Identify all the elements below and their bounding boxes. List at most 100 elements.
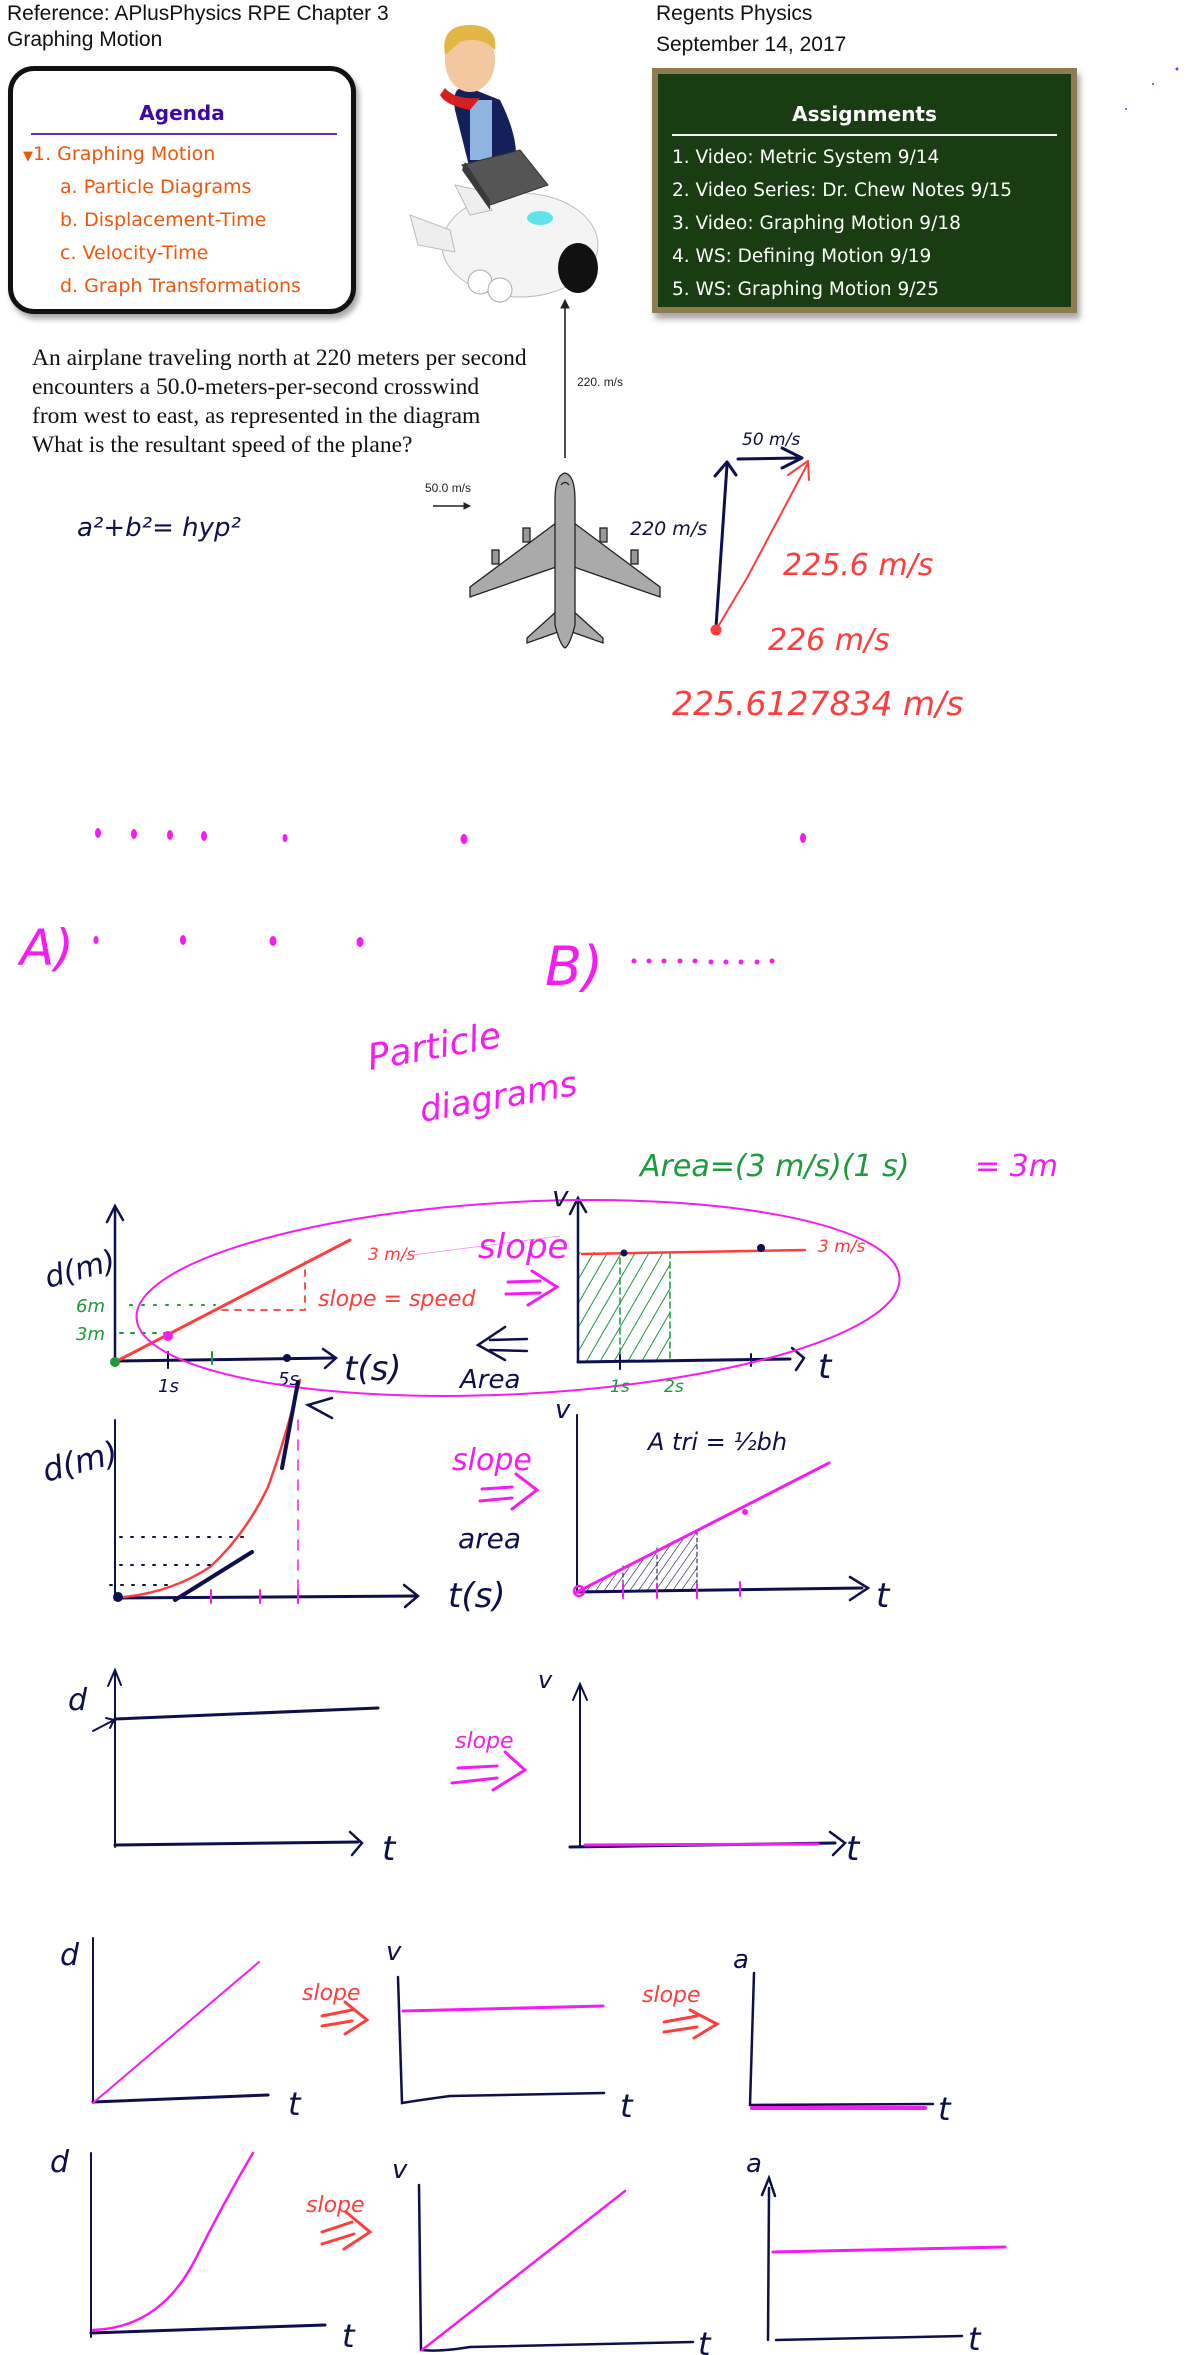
north-velocity-label: 220. m/s	[577, 375, 623, 389]
triangle-area-formula: A tri = ½bh	[646, 1428, 787, 1456]
course-text: Regents Physics	[656, 2, 813, 25]
disclosure-triangle-icon[interactable]: ▼	[23, 149, 33, 164]
wind-vector-label: 50 m/s	[742, 430, 800, 450]
dt3-xlabel: t	[382, 1829, 397, 1869]
r4-t-label-1: t	[288, 2085, 302, 2123]
grouping-ellipse	[135, 1199, 901, 1397]
dt-xlabel: t(s)	[344, 1349, 402, 1389]
wind-velocity-label: 50.0 m/s	[425, 481, 471, 495]
assignment-item: 1. Video: Metric System 9/14	[672, 147, 940, 168]
r4-a-label: a	[733, 1945, 749, 1975]
north-vector-label: 220 m/s	[630, 518, 707, 540]
particle-diagrams-heading-line2: diagrams	[417, 1064, 581, 1131]
vt-ylabel: v	[552, 1180, 569, 1213]
implies-right-arrow-icon	[478, 1472, 540, 1511]
r4-slope-label-1: slope	[302, 1981, 361, 2006]
particle-dots-b	[631, 958, 775, 965]
implies-right-arrow-icon	[450, 1750, 528, 1792]
implies-right-arrow-icon	[504, 1269, 560, 1307]
r5-t-label-1: t	[342, 2317, 356, 2355]
r4-slope-label-2: slope	[642, 1983, 701, 2008]
dt-tick-3m: 3m	[76, 1324, 105, 1345]
agenda-item-particle-diagrams[interactable]: a. Particle Diagrams	[60, 176, 252, 198]
answer-rounded: 225.6 m/s	[783, 548, 933, 583]
vt-xlabel: t	[818, 1347, 833, 1387]
assignments-divider	[672, 134, 1057, 136]
problem-line: What is the resultant speed of the plane…	[32, 432, 413, 458]
dt2-ylabel: d(m)	[38, 1433, 122, 1489]
r5-t-label-3: t	[968, 2320, 982, 2355]
dt-graph-rest	[92, 1667, 380, 1857]
r5-v-label: v	[392, 2155, 408, 2185]
dt-tick-1s: 1s	[158, 1376, 179, 1397]
particle-dots-top	[95, 828, 806, 844]
airplane-illustration	[469, 472, 661, 649]
slope-value: 3 m/s	[368, 1245, 416, 1265]
agenda-item-graphing-motion[interactable]: ▼1. Graphing Motion	[23, 143, 216, 165]
assignment-item: 4. WS: Defining Motion 9/19	[672, 246, 932, 267]
vt2-ylabel: v	[555, 1395, 571, 1425]
transform-row-constant-acceleration	[89, 2151, 1007, 2352]
area-calculation: Area=(3 m/s)(1 s)	[638, 1149, 910, 1184]
r4-v-label: v	[386, 1937, 402, 1967]
vt-tick-1s: 1s	[610, 1377, 630, 1397]
agenda-box: Agenda ▼1. Graphing Motion a. Particle D…	[8, 66, 356, 314]
dt2-xlabel: t(s)	[448, 1576, 506, 1616]
dt3-ylabel: d	[68, 1683, 88, 1718]
area-result: = 3m	[975, 1149, 1058, 1184]
answer-sigfig: 226 m/s	[768, 623, 890, 658]
r5-d-label: d	[50, 2145, 70, 2180]
vt-graph-constant	[568, 1195, 807, 1372]
vt-graph-linear	[572, 1414, 871, 1602]
slope-arrow-label-2: slope	[452, 1443, 532, 1478]
problem-line: encounters a 50.0-meters-per-second cros…	[32, 374, 480, 400]
answer-full: 225.6127834 m/s	[672, 684, 963, 723]
slope-equals-speed: slope = speed	[318, 1287, 476, 1312]
dt-ylabel: d(m)	[41, 1243, 119, 1295]
problem-statement: An airplane traveling north at 220 meter…	[32, 344, 527, 460]
assignments-title: Assignments	[792, 102, 937, 126]
assignment-item: 5. WS: Graphing Motion 9/25	[672, 279, 940, 300]
wind-velocity-arrow	[433, 502, 472, 510]
area-arrow-label-2: area	[458, 1522, 521, 1555]
vt-tick-2s: 2s	[664, 1377, 684, 1397]
agenda-item-graph-transformations[interactable]: d. Graph Transformations	[60, 275, 301, 297]
assignment-item: 3. Video: Graphing Motion 9/18	[672, 213, 961, 234]
agenda-divider	[31, 133, 337, 135]
implies-left-arrow-icon	[475, 1325, 529, 1362]
north-velocity-arrow	[560, 298, 570, 458]
problem-line: from west to east, as represented in the…	[32, 403, 481, 429]
agenda-title: Agenda	[139, 101, 225, 125]
topic-text: Graphing Motion	[7, 28, 163, 51]
r5-a-label: a	[746, 2149, 762, 2179]
vt-value-label: 3 m/s	[818, 1237, 866, 1257]
r4-d-label: d	[60, 1938, 80, 1973]
vt-graph-zero	[568, 1681, 847, 1857]
date-text: September 14, 2017	[656, 33, 847, 56]
agenda-item-velocity-time[interactable]: c. Velocity-Time	[60, 242, 209, 264]
assignment-item: 2. Video Series: Dr. Chew Notes 9/15	[672, 180, 1013, 201]
reference-text: Reference: APlusPhysics RPE Chapter 3	[7, 2, 389, 25]
particle-diagrams-heading-line1: Particle	[364, 1015, 504, 1079]
problem-line: An airplane traveling north at 220 meter…	[32, 345, 527, 371]
diagram-a-label: A)	[17, 919, 74, 977]
vt2-xlabel: t	[876, 1576, 891, 1616]
slope-arrow-label-3: slope	[455, 1729, 514, 1754]
transform-row-constant-velocity	[91, 1937, 935, 2110]
dt-tick-6m: 6m	[76, 1296, 105, 1317]
area-arrow-label: Area	[458, 1365, 520, 1395]
pilot-cartoon-illustration	[409, 25, 599, 303]
diagram-b-label: B)	[545, 935, 603, 998]
slope-arrow-label: slope	[478, 1227, 568, 1267]
dt-graph-curve	[109, 1378, 420, 1609]
assignments-chalkboard: Assignments 1. Video: Metric System 9/14…	[652, 68, 1077, 313]
vt3-xlabel: t	[846, 1829, 861, 1869]
agenda-item-displacement-time[interactable]: b. Displacement-Time	[60, 209, 267, 231]
r5-slope-label: slope	[306, 2193, 365, 2218]
vt3-ylabel: v	[538, 1666, 553, 1694]
particle-dots-a	[93, 935, 364, 947]
r4-t-label-2: t	[620, 2087, 634, 2125]
r4-t-label-3: t	[938, 2090, 952, 2128]
